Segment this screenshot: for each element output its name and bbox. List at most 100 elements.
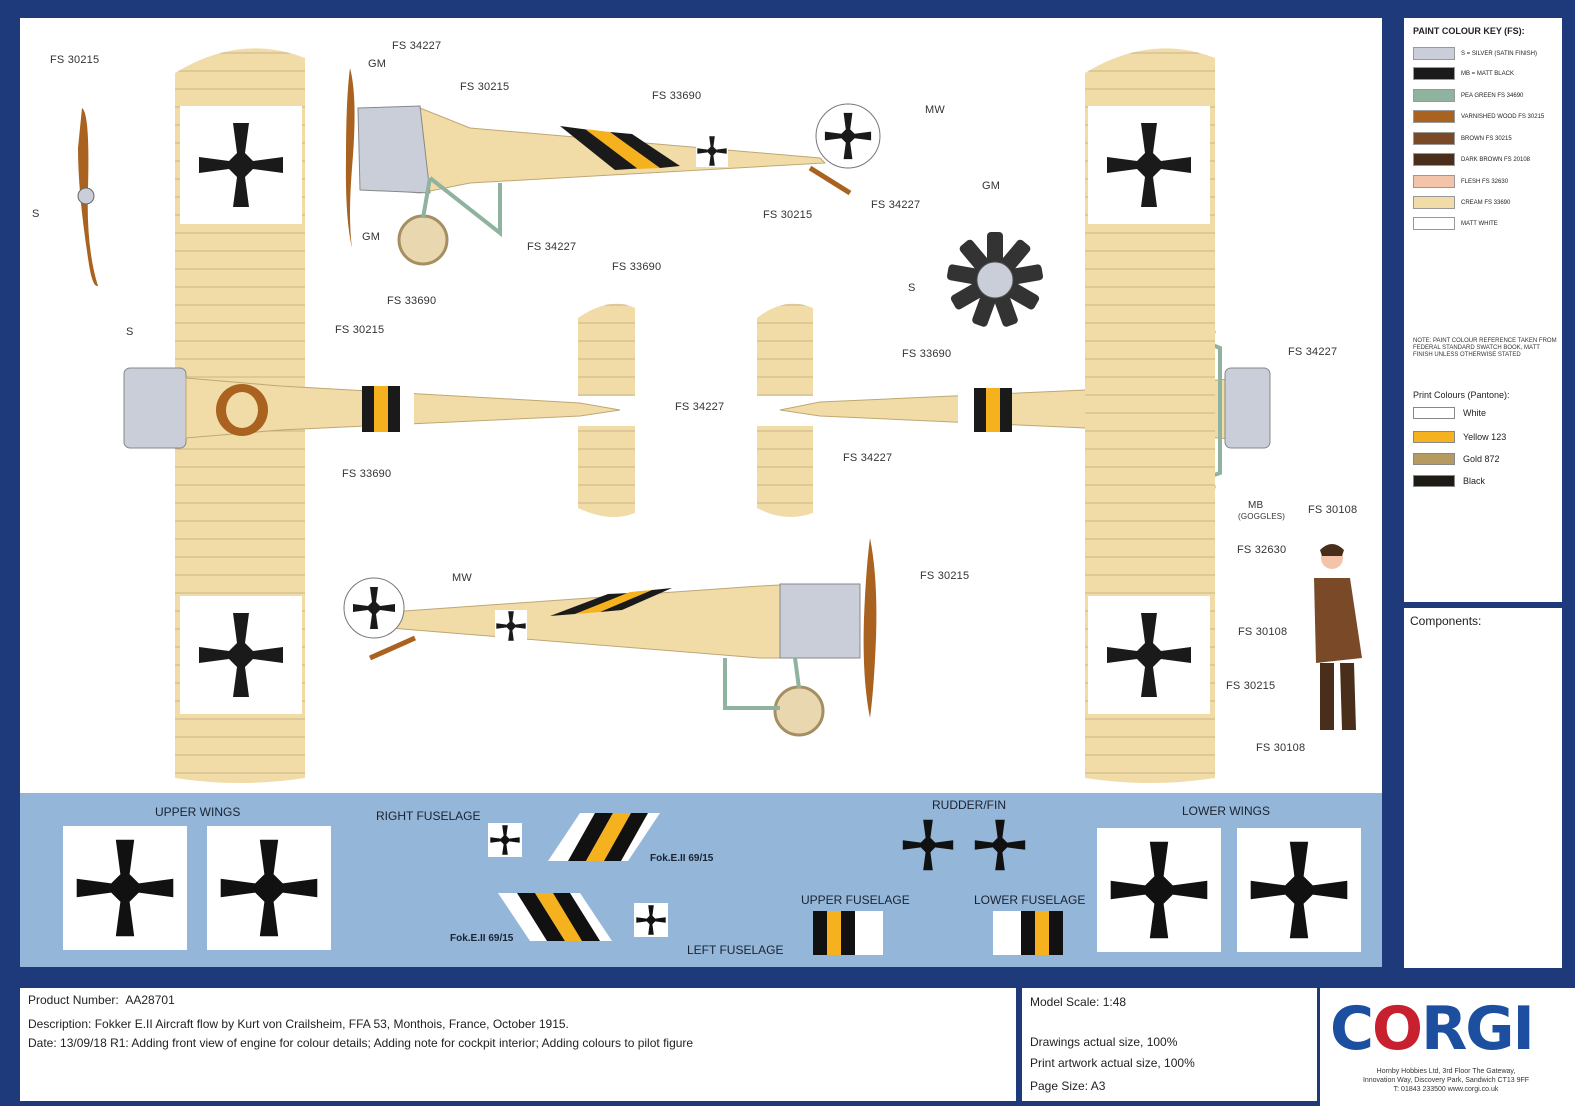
swatch-label: BROWN FS 30215 <box>1461 135 1512 142</box>
swatch-label: S = SILVER (SATIN FINISH) <box>1461 50 1537 57</box>
logo-letters-rest: RGI <box>1421 994 1535 1064</box>
callout-fs33690-wheel: FS 33690 <box>387 295 437 307</box>
callout-gm-top: GM <box>368 58 387 70</box>
callout-fs30215-prop-bottom: FS 30215 <box>920 570 970 582</box>
decal-label-upper-fuselage: UPPER FUSELAGE <box>801 893 910 907</box>
swatch-color <box>1413 47 1455 60</box>
address-line-1: Hornby Hobbies Ltd, 3rd Floor The Gatewa… <box>1376 1068 1516 1075</box>
decal-serial-left: Fok.E.II 69/15 <box>450 933 514 944</box>
print-label: White <box>1463 408 1487 418</box>
callout-fs34227-top: FS 34227 <box>392 40 442 52</box>
print-label: Yellow 123 <box>1463 432 1507 442</box>
callout-fs30108-helmet: FS 30108 <box>1308 504 1358 516</box>
decal-label-left-fuselage: LEFT FUSELAGE <box>687 943 784 957</box>
callout-goggles: (GOGGLES) <box>1238 512 1286 521</box>
print-colours-title: Print Colours (Pantone): <box>1413 390 1510 400</box>
callout-fs33690-cockpit: FS 33690 <box>342 468 392 480</box>
description-value: Fokker E.II Aircraft flow by Kurt von Cr… <box>94 1017 569 1031</box>
callout-fs30108-coat: FS 30108 <box>1238 626 1288 638</box>
swatch-color <box>1413 196 1455 209</box>
callout-mw-top: MW <box>925 104 945 116</box>
model-scale: Model Scale: 1:48 <box>1030 995 1127 1009</box>
callout-fs30108-boots: FS 30108 <box>1256 742 1306 754</box>
address-line-2: Innovation Way, Discovery Park, Sandwich… <box>1362 1077 1530 1084</box>
product-number-line: Product Number: AA28701 <box>28 993 175 1007</box>
product-info-box: Product Number: AA28701 Description: Fok… <box>20 988 1016 1101</box>
paint-colour-key-panel: PAINT COLOUR KEY (FS): S = SILVER (SATIN… <box>1404 18 1562 602</box>
print-swatch <box>1413 431 1455 443</box>
callout-fs30215-skid: FS 30215 <box>763 209 813 221</box>
pilot-figure <box>1314 544 1362 730</box>
swatch-row: BROWN FS 30215 <box>1413 131 1512 146</box>
print-size: Print artwork actual size, 100% <box>1030 1056 1195 1070</box>
swatch-color <box>1413 110 1455 123</box>
description-label: Description: <box>28 1017 92 1031</box>
aircraft-views-svg <box>77 48 1362 783</box>
swatch-row: VARNISHED WOOD FS 30215 <box>1413 109 1544 124</box>
tailplane-top-views <box>578 303 813 517</box>
swatch-row: S = SILVER (SATIN FINISH) <box>1413 46 1537 61</box>
product-number-value: AA28701 <box>125 993 175 1007</box>
decal-sheet: UPPER WINGS RIGHT FUSELAGE RUDDER/FIN LO… <box>20 793 1382 967</box>
decal-label-lower-fuselage: LOWER FUSELAGE <box>974 893 1086 907</box>
date-label: Date: <box>28 1036 57 1050</box>
logo-letter-c: C <box>1330 994 1374 1064</box>
swatch-label: MB = MATT BLACK <box>1461 70 1514 77</box>
callout-s-cowl: S <box>126 326 134 338</box>
swatch-row: MATT WHITE <box>1413 216 1498 231</box>
callout-fs33690-bottom: FS 33690 <box>902 348 952 360</box>
print-label: Black <box>1463 476 1486 486</box>
address-line-3: T: 01843 233500 www.corgi.co.uk <box>1393 1086 1499 1093</box>
callout-mb: MB <box>1248 500 1264 511</box>
swatch-row: PEA GREEN FS 34690 <box>1413 88 1523 103</box>
paint-key-note: NOTE: PAINT COLOUR REFERENCE TAKEN FROM … <box>1413 338 1557 358</box>
swatch-color <box>1413 89 1455 102</box>
callout-fs34227-skid: FS 34227 <box>871 199 921 211</box>
date-value: 13/09/18 R1: Adding front view of engine… <box>60 1036 694 1050</box>
product-number-label: Product Number: <box>28 993 119 1007</box>
callout-fs30215-trousers: FS 30215 <box>1226 680 1276 692</box>
callout-gm-engine: GM <box>982 180 1001 192</box>
callout-fs30215-cockpit: FS 30215 <box>335 324 385 336</box>
decal-label-right-fuselage: RIGHT FUSELAGE <box>376 809 481 823</box>
callout-fs34227-struts: FS 34227 <box>1288 346 1338 358</box>
print-swatch <box>1413 407 1455 419</box>
callout-fs33690-tail: FS 33690 <box>612 261 662 273</box>
description-line: Description: Fokker E.II Aircraft flow b… <box>28 1017 569 1031</box>
swatch-label: CREAM FS 33690 <box>1461 199 1511 206</box>
components-title: Components: <box>1410 614 1482 628</box>
decal-upper-fuselage <box>813 911 883 955</box>
callout-s-engine: S <box>908 282 916 294</box>
callout-fs30215-propeller: FS 30215 <box>50 54 100 66</box>
swatch-color <box>1413 153 1455 166</box>
decal-label-upper-wings: UPPER WINGS <box>155 805 241 819</box>
decal-right-fuselage <box>488 813 660 861</box>
swatch-row: CREAM FS 33690 <box>1413 195 1510 210</box>
print-swatch <box>1413 475 1455 487</box>
callout-mw-bottom: MW <box>452 572 472 584</box>
callout-fs33690-top: FS 33690 <box>652 90 702 102</box>
corgi-logo: CORGI <box>1330 994 1535 1064</box>
print-colour-row: Yellow 123 <box>1413 430 1506 444</box>
left-side-fuselage-view <box>343 538 877 737</box>
swatch-color <box>1413 67 1455 80</box>
decal-label-lower-wings: LOWER WINGS <box>1182 804 1271 818</box>
swatch-label: PEA GREEN FS 34690 <box>1461 92 1524 99</box>
print-label: Gold 872 <box>1463 454 1500 464</box>
decal-rudder-fin <box>902 819 1026 871</box>
swatch-row: FLESH FS 32630 <box>1413 174 1508 189</box>
rotary-engine-front-view <box>946 232 1044 327</box>
swatch-label: MATT WHITE <box>1461 220 1498 227</box>
decal-serial-right: Fok.E.II 69/15 <box>650 853 714 864</box>
drawings-size: Drawings actual size, 100% <box>1030 1035 1178 1049</box>
callout-gm-bottom: GM <box>362 231 381 243</box>
page-size: Page Size: A3 <box>1030 1079 1106 1093</box>
callout-fs32630-face: FS 32630 <box>1237 544 1287 556</box>
print-swatch <box>1413 453 1455 465</box>
date-line: Date: 13/09/18 R1: Adding front view of … <box>28 1036 693 1050</box>
decal-label-rudder-fin: RUDDER/FIN <box>932 798 1006 812</box>
callout-fs34227-gear: FS 34227 <box>527 241 577 253</box>
scale-info-box: Model Scale: 1:48 Drawings actual size, … <box>1022 988 1317 1101</box>
lower-wing-bottom-view <box>1085 48 1215 783</box>
